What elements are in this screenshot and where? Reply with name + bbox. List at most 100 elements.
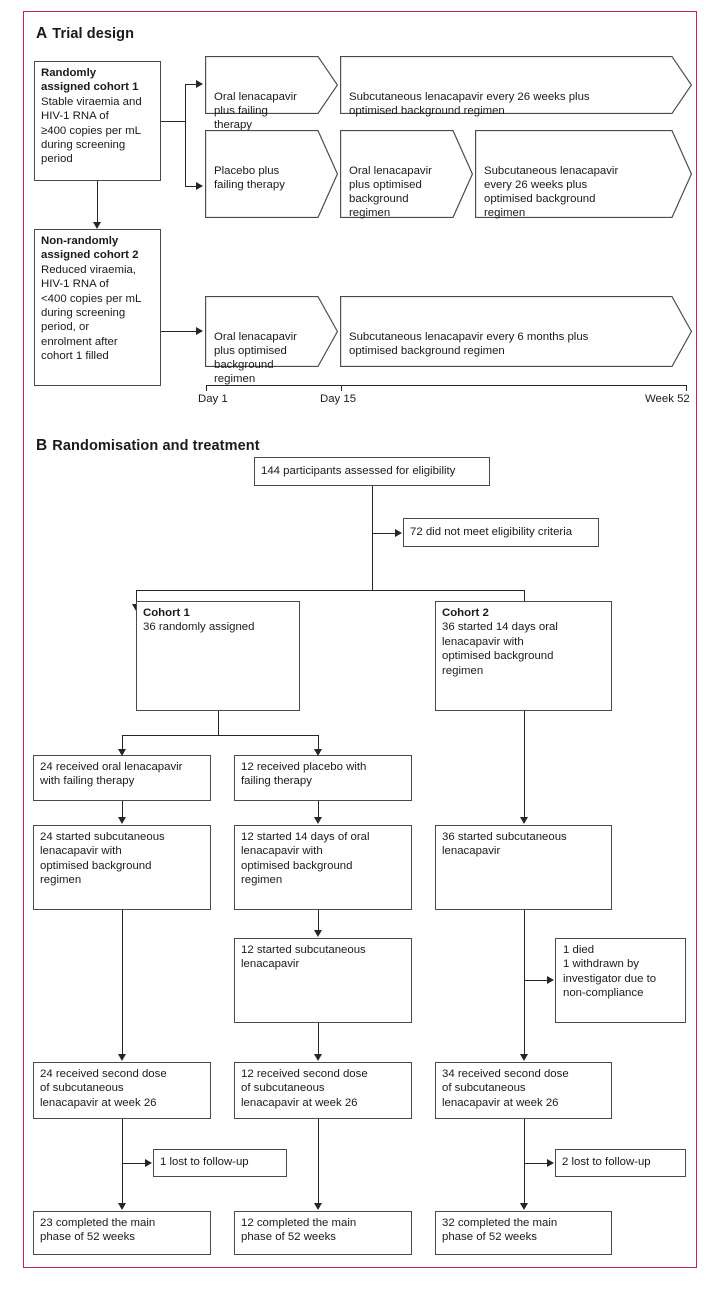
- c1b-second-line2: of subcutaneous: [241, 1082, 325, 1095]
- c1a-started-line3: optimised background: [40, 859, 152, 872]
- c1b-completed-line2: phase of 52 weeks: [241, 1231, 336, 1244]
- arrowhead-c2-lost: [547, 1158, 554, 1167]
- cohort2-box-line3: optimised background: [442, 650, 554, 663]
- timeline-label-week52: Week 52: [645, 393, 690, 405]
- panel-a-letter: A: [36, 25, 48, 42]
- connector-c1b-second-down: [318, 1119, 319, 1207]
- c1a-second-line1: 24 received second dose: [40, 1068, 167, 1080]
- c1b-started-line4: regimen: [241, 874, 283, 887]
- c1a-received-line1: 24 received oral lenacapavir: [40, 761, 183, 773]
- cohort2-box-line4: regimen: [442, 664, 484, 677]
- timeline-label-day1: Day 1: [198, 393, 228, 405]
- c2-losses-line3: investigator due to: [563, 972, 657, 985]
- connector-c2-started-down: [524, 910, 525, 1058]
- c1b-started-line2: lenacapavir with: [241, 845, 323, 858]
- connector-cohort2-box-down: [524, 711, 525, 821]
- chevron-shape-icon: [340, 130, 473, 218]
- chevron-shape-icon: [205, 56, 338, 114]
- c1a-second-line3: lenacapavir at week 26: [40, 1096, 157, 1109]
- connector-c1b-received-down: [318, 801, 319, 821]
- c1b-started-line1: 12 started 14 days of oral: [241, 831, 370, 843]
- arm2-step3-text: Subcutaneous lenacapavir every 26 weeks …: [484, 164, 619, 220]
- arrowhead-c2-second: [519, 1054, 528, 1061]
- arm3-step1-text: Oral lenacapavir plus optimised backgrou…: [214, 330, 297, 386]
- arrowhead-c2-started: [519, 817, 528, 824]
- timeline-axis: [206, 385, 687, 386]
- cohort1-heading: Randomly assigned cohort 1: [41, 67, 139, 94]
- panel-b-letter: B: [36, 437, 48, 454]
- connector-c1a-received-down: [122, 801, 123, 821]
- connector-arm2-in: [185, 186, 199, 187]
- panel-b-title: Randomisation and treatment: [52, 438, 260, 454]
- c2-started-line2: lenacapavir: [442, 845, 501, 858]
- arm1-step1-text: Oral lenacapavir plus failing therapy: [214, 90, 297, 132]
- connector-c2-lost: [524, 1163, 550, 1164]
- arm1-step2-text: Subcutaneous lenacapavir every 26 weeks …: [349, 90, 590, 117]
- connector-cohort2-down: [524, 590, 525, 608]
- arrowhead-c2-losses: [547, 975, 554, 984]
- c1b-started-sc-line2: lenacapavir: [241, 958, 300, 971]
- connector-arm1-in: [185, 84, 199, 85]
- c1b-started-line3: optimised background: [241, 859, 353, 872]
- arm3-step2-chevron: Subcutaneous lenacapavir every 6 months …: [340, 296, 692, 367]
- c1b-received-line1: 12 received placebo with: [241, 761, 367, 773]
- assessed-box: 144 participants assessed for eligibilit…: [254, 457, 490, 486]
- panel-a-title: Trial design: [52, 26, 135, 42]
- connector-cohort1-stub: [161, 121, 185, 122]
- c2-losses-line4: non-compliance: [563, 987, 644, 1000]
- arrowhead-arm3: [196, 326, 203, 335]
- arrowhead-c2-completed: [519, 1203, 528, 1210]
- arm2-step1-chevron: Placebo plus failing therapy: [205, 130, 338, 218]
- c1a-lost-box: 1 lost to follow-up: [153, 1149, 287, 1177]
- connector-cohort-split: [136, 590, 524, 591]
- connector-excluded: [372, 533, 398, 534]
- chevron-shape-icon: [340, 296, 692, 367]
- c1a-started-line1: 24 started subcutaneous: [40, 831, 165, 843]
- connector-assessed-down: [372, 486, 373, 590]
- connector-cohort1-arm-split: [122, 735, 318, 736]
- c2-lost-text: 2 lost to follow-up: [562, 1156, 651, 1168]
- c1a-completed-line2: phase of 52 weeks: [40, 1231, 135, 1244]
- c1a-second-line2: of subcutaneous: [40, 1082, 124, 1095]
- connector-c1a-lost: [122, 1163, 148, 1164]
- excluded-text: 72 did not meet eligibility criteria: [410, 526, 573, 538]
- connector-c1b-sc-down: [318, 1023, 319, 1058]
- arm2-step3-chevron: Subcutaneous lenacapavir every 26 weeks …: [475, 130, 692, 220]
- c1a-started-line4: regimen: [40, 874, 82, 887]
- c1a-started-line2: lenacapavir with: [40, 845, 122, 858]
- cohort1-body: Stable viraemia and HIV-1 RNA of ≥400 co…: [41, 95, 142, 166]
- connector-cohort2-out: [161, 331, 199, 332]
- connector-c1a-started-down: [122, 910, 123, 1058]
- arrowhead-c1a-started: [117, 817, 126, 824]
- connector-cohort1-box-down: [218, 711, 219, 735]
- chevron-shape-icon: [205, 130, 338, 218]
- arrowhead-c1a-lost: [145, 1158, 152, 1167]
- connector-c1b-down: [318, 735, 319, 753]
- arrowhead-c1b-received: [313, 749, 322, 756]
- c1a-received-line2: with failing therapy: [40, 775, 135, 788]
- arrowhead-c1a-received: [117, 749, 126, 756]
- arrowhead-c1b-second: [313, 1054, 322, 1061]
- c1b-started-box: 12 started 14 days of oral lenacapavir wi…: [234, 825, 412, 910]
- arm2-step1-text: Placebo plus failing therapy: [214, 164, 285, 191]
- timeline-tick-day1: [206, 385, 207, 391]
- cohort2-box-heading: Cohort 2: [442, 607, 489, 619]
- arm1-step1-chevron: Oral lenacapavir plus failing therapy: [205, 56, 338, 131]
- chevron-shape-icon: [475, 130, 692, 218]
- c1a-received-box: 24 received oral lenacapavir with failing…: [33, 755, 211, 801]
- arm3-step1-chevron: Oral lenacapavir plus optimised backgrou…: [205, 296, 338, 385]
